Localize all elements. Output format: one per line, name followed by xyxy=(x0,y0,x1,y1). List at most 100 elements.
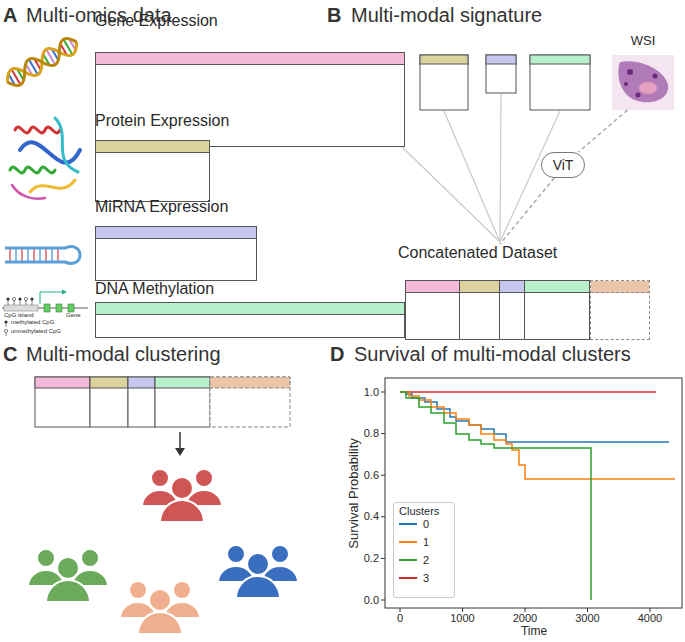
protein-structure-part xyxy=(20,142,80,162)
node-label: WSI xyxy=(612,34,674,49)
dna-helix xyxy=(3,34,81,90)
methylation-scheme-part xyxy=(20,300,21,305)
table-header xyxy=(591,281,649,293)
slide-image-part xyxy=(624,82,628,86)
merge-lines-part xyxy=(444,111,500,242)
panel-letter: B xyxy=(327,4,341,27)
mirna-hairpin-part xyxy=(27,249,29,261)
tick-label: 4000 xyxy=(638,612,662,625)
survival-chart xyxy=(381,378,682,612)
data-table-node: DNA Methylation xyxy=(95,280,405,338)
protein-structure xyxy=(10,118,80,199)
methylation-scheme-part xyxy=(68,304,74,312)
methylation-scheme-part xyxy=(4,329,7,332)
legend-swatch xyxy=(399,577,417,579)
data-table xyxy=(95,140,210,202)
data-table xyxy=(405,280,650,340)
clustering-table-part xyxy=(210,377,290,427)
clustering-table-part xyxy=(210,377,290,388)
table-segment xyxy=(405,280,460,340)
slide-image-part xyxy=(612,55,674,110)
slide-image-part xyxy=(636,93,641,98)
table-header xyxy=(525,281,589,293)
tick-label: 2000 xyxy=(513,612,537,625)
protein-structure-part xyxy=(30,180,75,192)
clustering-table-part xyxy=(155,377,210,427)
methylation-scheme-part xyxy=(6,333,7,336)
slide-image-part xyxy=(618,61,668,102)
patient-groups-part xyxy=(28,549,108,602)
scheme-legend-label: unmethylated CpG xyxy=(11,328,61,335)
modality-tables-part xyxy=(486,55,516,93)
methylation-scheme xyxy=(2,290,88,337)
panel-letter: D xyxy=(330,343,344,366)
mirna-hairpin-part xyxy=(15,249,17,261)
tick-label: 3000 xyxy=(575,612,599,625)
clustering-table-part xyxy=(35,377,90,427)
dna-helix-part xyxy=(3,34,81,90)
panel-letter: A xyxy=(3,4,17,27)
panel-letter: C xyxy=(3,343,17,366)
table-segment xyxy=(460,280,500,340)
modality-tables-part xyxy=(420,55,468,110)
legend-title: Clusters xyxy=(399,505,439,518)
survival-chart-part xyxy=(400,392,675,479)
node-label: ViT xyxy=(542,153,584,177)
mirna-hairpin-part xyxy=(39,249,41,261)
down-arrow xyxy=(175,432,185,456)
legend-label: 1 xyxy=(423,536,429,549)
patient-groups xyxy=(28,469,298,634)
legend-label: 2 xyxy=(423,554,429,567)
dna-helix-part xyxy=(3,34,81,90)
mirna-hairpin-part xyxy=(51,249,53,261)
table-header xyxy=(96,141,209,153)
table-header xyxy=(96,227,256,239)
methylation-scheme-part xyxy=(56,304,62,312)
scheme-legend-label: methylated CpG xyxy=(11,319,54,326)
methylation-scheme-part xyxy=(30,297,33,300)
modality-tables-part xyxy=(486,55,516,64)
node-label: Gene Expression xyxy=(95,12,218,30)
survival-chart-part xyxy=(400,391,656,393)
methylation-scheme-part xyxy=(32,300,33,305)
data-table-node: MiRNA Expression xyxy=(95,198,257,281)
methylation-scheme-part xyxy=(6,297,9,300)
mirna-hairpin-part xyxy=(5,247,80,264)
slide-image-part xyxy=(627,69,633,75)
clustering-table-part xyxy=(128,377,155,388)
scheme-label: Gene xyxy=(66,312,81,319)
methylation-scheme-part xyxy=(6,324,7,327)
survival-chart-part xyxy=(381,600,385,601)
clustering-table xyxy=(35,377,290,427)
table-header xyxy=(406,281,459,293)
table-header xyxy=(96,303,404,315)
protein-structure-part xyxy=(10,167,55,173)
survival-chart-part xyxy=(381,516,385,517)
methylation-scheme-part xyxy=(24,297,27,300)
slide-image-part xyxy=(639,82,657,94)
mirna-hairpin-part xyxy=(21,249,23,261)
methylation-scheme-part xyxy=(18,297,21,300)
survival-chart-part xyxy=(385,378,682,608)
methylation-scheme-part xyxy=(62,290,67,295)
survival-chart-part xyxy=(525,608,526,612)
down-arrow-part xyxy=(179,432,181,450)
node-label: DNA Methylation xyxy=(95,280,214,298)
clustering-table-part xyxy=(90,377,128,427)
clustering-table-part xyxy=(35,377,90,388)
data-table-node: Protein Expression xyxy=(95,112,232,202)
methylation-scheme-part xyxy=(44,304,50,312)
clustering-table-part xyxy=(128,377,155,427)
tick-label: 0.6 xyxy=(364,469,379,482)
panel-title: Multi-modal clustering xyxy=(26,343,221,366)
mirna-hairpin-part xyxy=(57,249,59,261)
survival-chart-part xyxy=(381,475,385,476)
mirna-hairpin-part xyxy=(33,249,35,261)
tick-label: 0.4 xyxy=(364,510,379,523)
tick-label: 0.0 xyxy=(364,594,379,607)
methylation-scheme-part xyxy=(4,320,7,323)
legend-label: 0 xyxy=(423,518,429,531)
table-segment xyxy=(590,280,650,340)
